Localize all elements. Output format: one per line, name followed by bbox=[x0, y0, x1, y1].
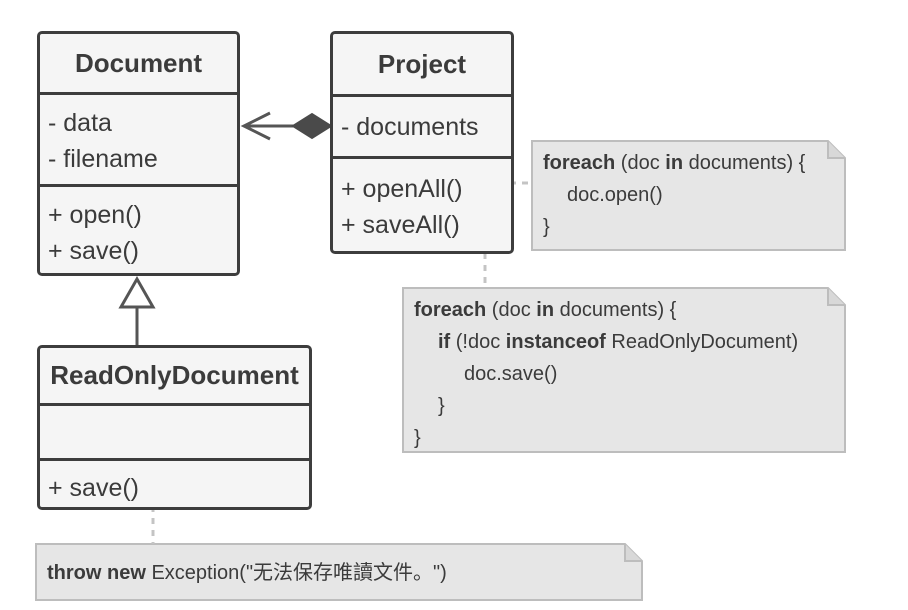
note-openall-line-1: foreach (doc in documents) { bbox=[543, 147, 818, 179]
document-class-name: Document bbox=[74, 47, 203, 78]
note-openall-shape bbox=[531, 140, 846, 251]
project-method-openall: + openAll() bbox=[341, 175, 463, 203]
keyword: in bbox=[665, 152, 684, 174]
code-text: ReadOnlyDocument) bbox=[605, 331, 799, 353]
readonlydocument-class: ReadOnlyDocument + save() bbox=[37, 345, 312, 510]
readonlydocument-method-save: + save() bbox=[48, 474, 140, 502]
document-class: Document - data - filename + open() + sa… bbox=[37, 31, 240, 276]
composition-open-arrowhead bbox=[240, 111, 271, 141]
document-methods: + open() + save() bbox=[40, 184, 237, 273]
keyword: in bbox=[536, 299, 555, 321]
note-saveall: foreach (doc in documents) { if (!doc in… bbox=[404, 290, 829, 450]
code-text: (doc bbox=[486, 299, 537, 321]
note-readonly-save: throw new Exception("无法保存唯讀文件。") bbox=[37, 546, 625, 599]
code-text: (!doc bbox=[450, 331, 506, 353]
note-readonly-save-line: throw new Exception("无法保存唯讀文件。") bbox=[47, 557, 615, 589]
note-saveall-shape bbox=[402, 287, 846, 453]
project-class-name: Project bbox=[377, 48, 467, 79]
note-saveall-fold bbox=[827, 288, 845, 306]
code-text: documents) { bbox=[683, 152, 806, 174]
note-openall: foreach (doc in documents) { doc.open() … bbox=[533, 143, 828, 249]
keyword: throw new bbox=[47, 562, 146, 584]
project-class: Project - documents + openAll() + saveAl… bbox=[330, 31, 514, 254]
keyword: foreach bbox=[414, 299, 487, 321]
keyword: instanceof bbox=[505, 331, 606, 353]
note-saveall-line-5: } bbox=[414, 427, 421, 449]
readonlydocument-methods: + save() bbox=[40, 458, 309, 507]
note-openall-fold bbox=[827, 141, 845, 159]
note-openall-line-2: doc.open() bbox=[567, 184, 663, 206]
note-saveall-line-1: foreach (doc in documents) { bbox=[414, 294, 819, 326]
document-method-save: + save() bbox=[48, 237, 140, 265]
code-text: documents) { bbox=[554, 299, 677, 321]
keyword: foreach bbox=[543, 152, 616, 174]
project-fields: - documents bbox=[333, 94, 511, 156]
code-text: (doc bbox=[615, 152, 666, 174]
note-saveall-line-3: doc.save() bbox=[464, 363, 558, 385]
inheritance-hollow-triangle bbox=[118, 275, 156, 309]
note-readonly-save-fold bbox=[624, 544, 642, 562]
readonlydocument-fields bbox=[40, 403, 309, 458]
project-methods: + openAll() + saveAll() bbox=[333, 156, 511, 251]
note-saveall-line-4: } bbox=[438, 395, 445, 417]
composition-diamond bbox=[291, 112, 333, 140]
note-saveall-line-2: if (!doc instanceof ReadOnlyDocument) bbox=[414, 326, 819, 358]
readonlydocument-class-name: ReadOnlyDocument bbox=[50, 360, 299, 390]
code-text: Exception("无法保存唯讀文件。") bbox=[145, 562, 447, 584]
document-field-filename: - filename bbox=[48, 145, 158, 173]
note-openall-line-3: } bbox=[543, 216, 550, 238]
project-method-saveall: + saveAll() bbox=[341, 211, 460, 239]
document-fields: - data - filename bbox=[40, 92, 237, 184]
note-readonly-save-shape bbox=[35, 543, 643, 601]
document-field-data: - data bbox=[48, 109, 112, 137]
project-field-documents: - documents bbox=[341, 113, 479, 141]
keyword: if bbox=[438, 331, 451, 353]
document-method-open: + open() bbox=[48, 201, 142, 229]
